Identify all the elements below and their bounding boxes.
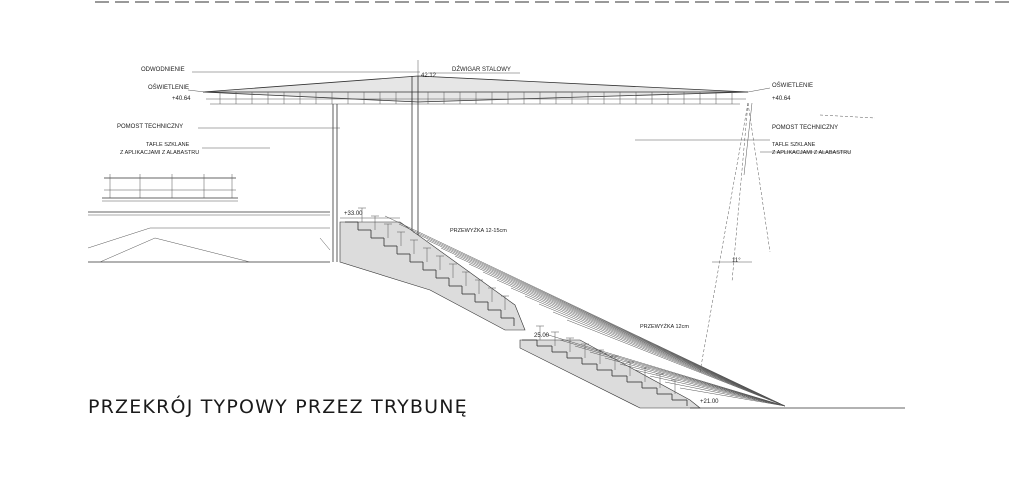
- lower-stand: [519, 339, 701, 409]
- drawing-line: [574, 345, 786, 407]
- label-pomost-left: POMOST TECHNICZNY: [117, 124, 183, 130]
- drawing-title: PRZEKRÓJ TYPOWY PRZEZ TRYBUNĘ: [88, 396, 468, 418]
- drawing-line: [510, 287, 786, 407]
- column-main: [411, 76, 419, 245]
- label-angle: 11°: [732, 258, 741, 264]
- level-bottom: +21.00: [700, 399, 719, 405]
- drawing-line: [496, 279, 786, 407]
- label-przewyzka-upper: PRZEWYŻKA 12-15cm: [450, 227, 507, 234]
- adjacent-building: [87, 174, 331, 263]
- label-przewyzka-lower: PRZEWYŻKA 12cm: [640, 323, 689, 330]
- drawing-line: [649, 375, 786, 407]
- drawing-line: [524, 295, 786, 407]
- upper-stand: [339, 221, 526, 331]
- sight-lines: [384, 215, 786, 407]
- upper-seat-rows: [358, 207, 509, 310]
- drawing-line: [664, 381, 786, 407]
- lighting-cone: [699, 102, 771, 373]
- label-oswietlenie-right: OŚWIETLENIE: [772, 81, 813, 89]
- label-odwodnienie: ODWODNIENIE: [141, 67, 185, 73]
- drawing-line: [552, 311, 786, 407]
- drawing-line: [566, 319, 786, 407]
- level-light-left: +40.64: [172, 96, 191, 102]
- drawing-line: [482, 271, 786, 407]
- drawing-line: [634, 369, 786, 407]
- drawing-line: [468, 263, 786, 407]
- label-dzwigar: DŹWIGAR STALOWY: [452, 66, 511, 73]
- drawing-line: [559, 339, 786, 407]
- drawing-line: [538, 303, 786, 407]
- label-tafle-left-2: Z APLIKACJAMI Z ALABASTRU: [120, 150, 199, 156]
- drawing-line: [454, 255, 786, 407]
- label-tafle-right-1: TAFLE SZKLANE: [772, 142, 816, 148]
- level-upper-stand: +33.00: [344, 211, 363, 217]
- drawing-line: [589, 351, 786, 407]
- drawing-line: [544, 333, 786, 407]
- level-light-right: +40.64: [772, 96, 791, 102]
- label-oswietlenie-left: OŚWIETLENIE: [148, 83, 189, 91]
- drawing-line: [679, 387, 786, 407]
- roof-girder: [202, 75, 749, 105]
- level-top: 42.12: [421, 73, 437, 79]
- label-tafle-left-1: TAFLE SZKLANE: [146, 142, 190, 148]
- label-pomost-right: POMOST TECHNICZNY: [772, 125, 838, 131]
- level-mid-stand: 25.00: [534, 333, 550, 339]
- leader-lines: [187, 71, 876, 153]
- label-tafle-right-2: Z APLIKACJAMI Z ALABASTRU: [772, 150, 851, 156]
- drawing-line: [619, 363, 786, 407]
- drawing-line: [604, 357, 786, 407]
- column-front: [332, 104, 338, 262]
